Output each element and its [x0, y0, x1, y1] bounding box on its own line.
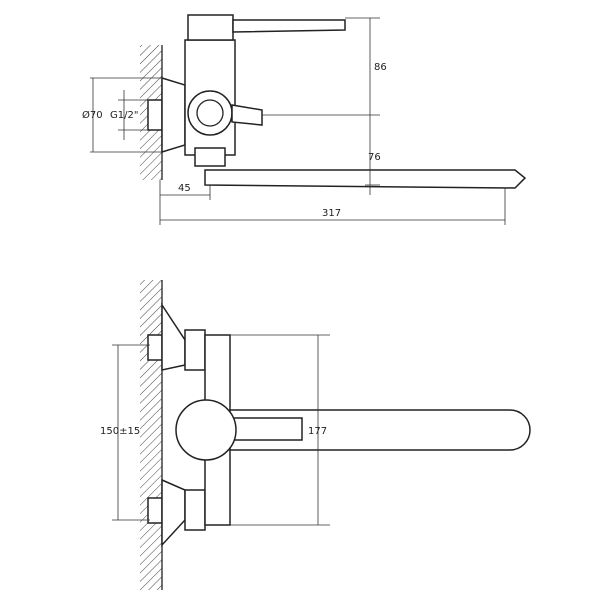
side-spout — [204, 169, 527, 189]
flange — [161, 76, 186, 154]
dim-177: 177 — [308, 426, 327, 437]
dim-76: 76 — [368, 152, 381, 163]
dim-317: 317 — [322, 208, 341, 219]
wall-hatch-bottom — [140, 280, 162, 590]
top-spout — [229, 409, 531, 451]
lower-flange — [161, 478, 186, 547]
inlet-pipe — [147, 99, 163, 131]
shower-outlet — [194, 147, 226, 167]
dim-86: 86 — [374, 62, 387, 73]
top-view: 177 150±15 — [100, 280, 531, 590]
side-view: 86 76 Ø70 G1/2" 45 317 — [82, 14, 527, 225]
dim-flange-diameter: Ø70 — [82, 109, 103, 121]
lever-handle — [232, 19, 346, 33]
dim-150: 150±15 — [100, 426, 140, 437]
upper-flange — [161, 302, 186, 371]
top-lever — [229, 417, 303, 441]
dim-thread: G1/2" — [110, 110, 138, 121]
dim-45: 45 — [178, 183, 191, 194]
diverter-knob — [187, 90, 233, 136]
lever — [187, 14, 234, 41]
diverter-handle — [231, 104, 263, 126]
handle-cap — [175, 399, 237, 461]
